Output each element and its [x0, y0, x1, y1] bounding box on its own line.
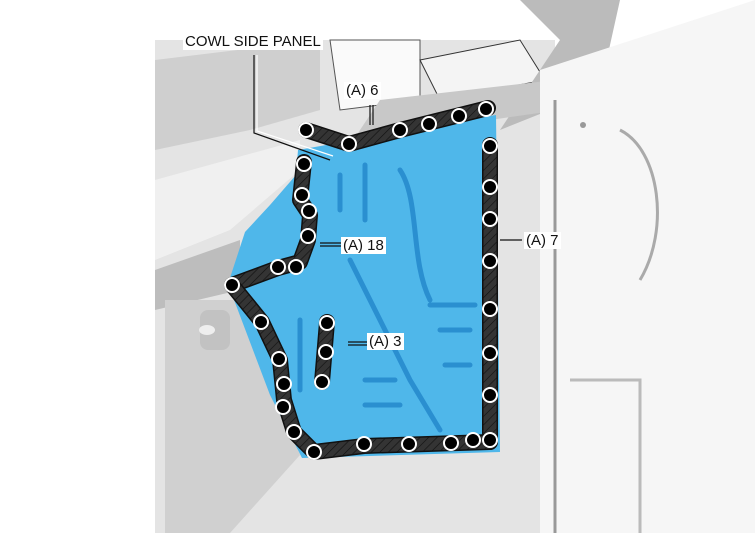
leader-lines	[253, 55, 522, 346]
spot-weld-dot	[392, 122, 408, 138]
spot-weld-dot	[421, 116, 437, 132]
spot-weld-dot	[275, 399, 291, 415]
spot-weld-dot	[318, 344, 334, 360]
panel-embossing	[297, 162, 478, 433]
spot-weld-dot	[465, 432, 481, 448]
spot-weld-dot	[482, 211, 498, 227]
spot-weld-dot	[478, 101, 494, 117]
spot-weld-dot	[270, 259, 286, 275]
label-a6: (A) 6	[344, 82, 381, 99]
sealer-points	[224, 101, 498, 460]
spot-weld-dot	[300, 228, 316, 244]
spot-weld-dot	[306, 444, 322, 460]
spot-weld-dot	[288, 259, 304, 275]
label-a3: (A) 3	[367, 333, 404, 350]
spot-weld-dot	[319, 315, 335, 331]
seam-a6	[299, 101, 495, 151]
spot-weld-dot	[296, 156, 312, 172]
spot-weld-dot	[482, 345, 498, 361]
spot-weld-dot	[482, 432, 498, 448]
spot-weld-dot	[294, 187, 310, 203]
spot-weld-dot	[253, 314, 269, 330]
spot-weld-dot	[301, 203, 317, 219]
label-a7: (A) 7	[524, 232, 561, 249]
spot-weld-dot	[401, 436, 417, 452]
spot-weld-dot	[224, 277, 240, 293]
spot-weld-dot	[276, 376, 292, 392]
spot-weld-dot	[482, 138, 498, 154]
spot-weld-dot	[298, 122, 314, 138]
spot-weld-dot	[356, 436, 372, 452]
spot-weld-dot	[314, 374, 330, 390]
spot-weld-dot	[271, 351, 287, 367]
spot-weld-dot	[443, 435, 459, 451]
spot-weld-dot	[341, 136, 357, 152]
spot-weld-dot	[286, 424, 302, 440]
spot-weld-dot	[482, 387, 498, 403]
label-cowl-side-panel: COWL SIDE PANEL	[183, 33, 323, 50]
spot-weld-dot	[482, 179, 498, 195]
spot-weld-dot	[451, 108, 467, 124]
spot-weld-dot	[482, 253, 498, 269]
label-a18: (A) 18	[341, 237, 386, 254]
spot-weld-dot	[482, 301, 498, 317]
